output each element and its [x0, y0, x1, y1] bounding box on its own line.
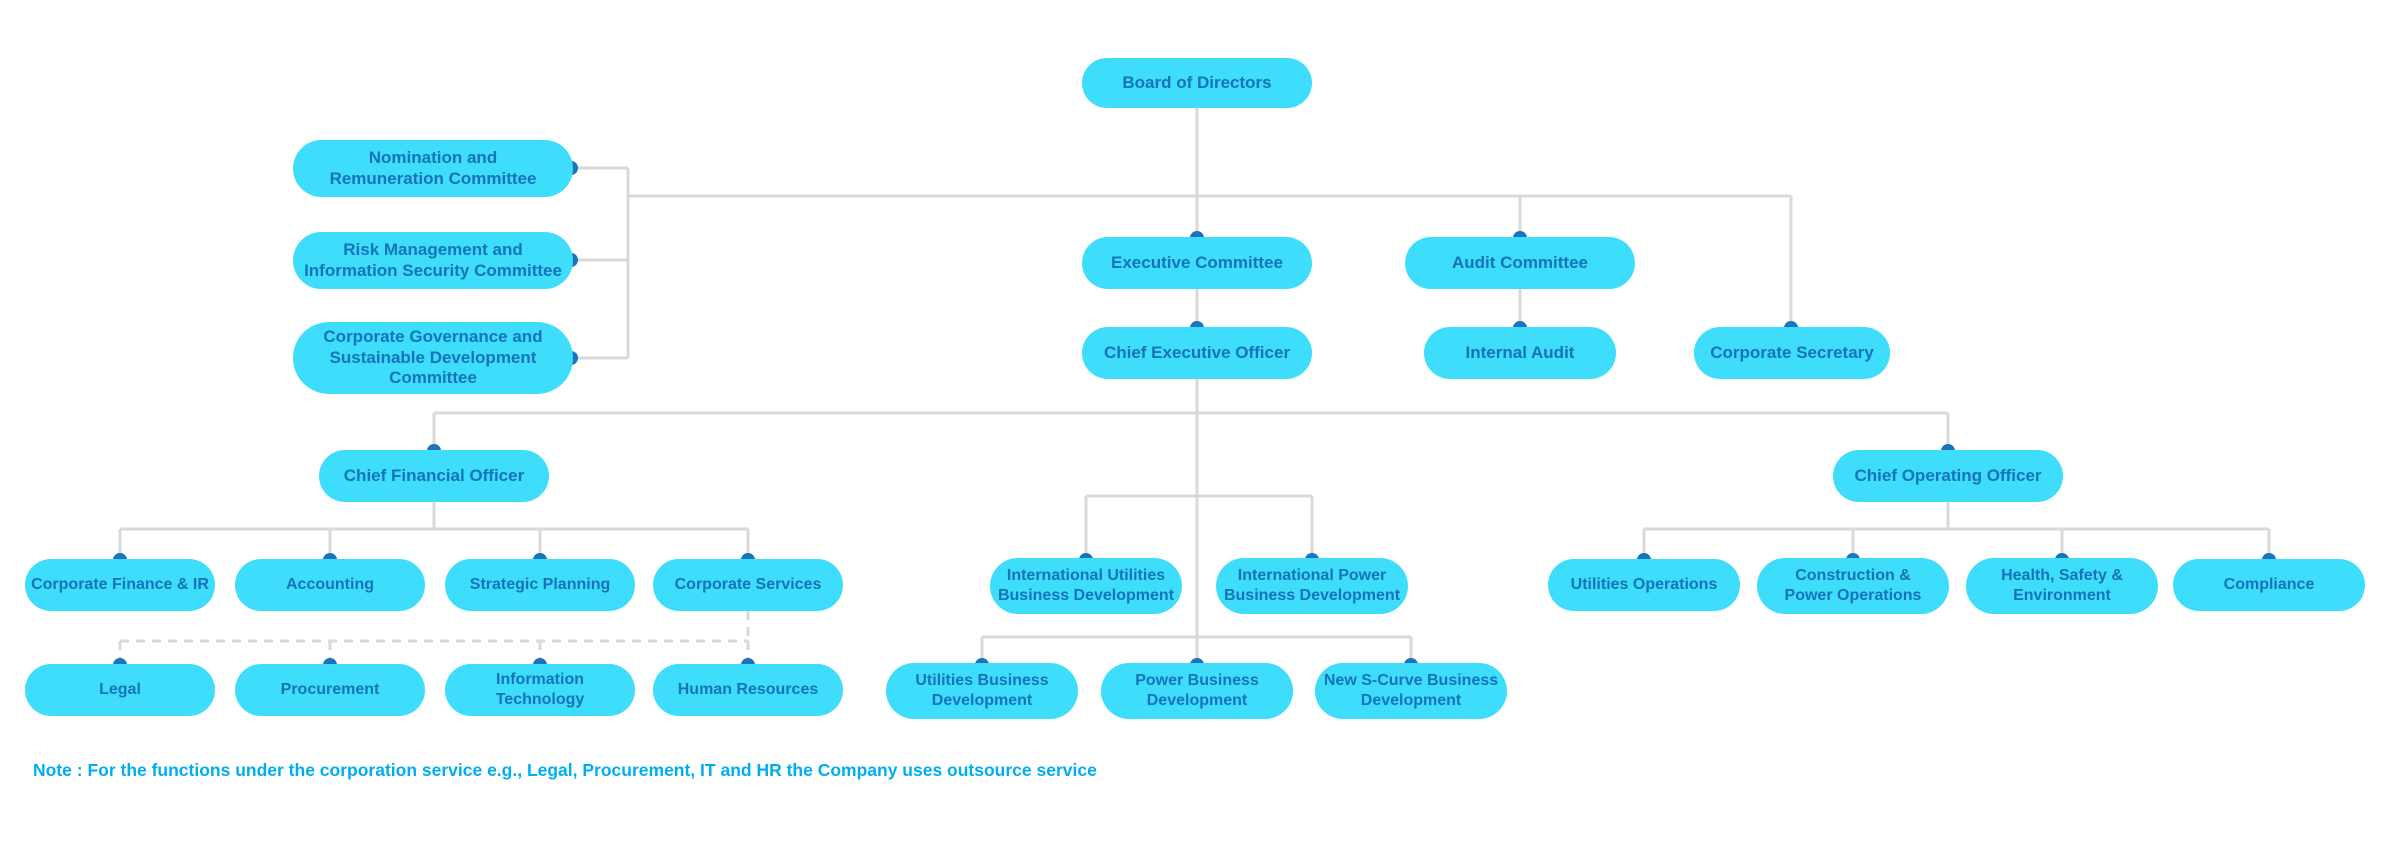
org-node-information-technology: Information Technology [445, 664, 635, 716]
org-node-international-power-business-development: International Power Business Development [1216, 558, 1408, 614]
outsource-note: Note : For the functions under the corpo… [33, 760, 1097, 780]
org-node-corporate-governance-sustainable-development-committee: Corporate Governance and Sustainable Dev… [293, 322, 573, 394]
dashed-connectors [118, 611, 750, 665]
org-node-utilities-operations: Utilities Operations [1548, 559, 1740, 611]
org-node-risk-management-information-security-committee: Risk Management and Information Security… [293, 232, 573, 289]
org-node-construction-power-operations: Construction & Power Operations [1757, 558, 1949, 614]
org-node-chief-financial-officer: Chief Financial Officer [319, 450, 549, 502]
org-node-corporate-finance-ir: Corporate Finance & IR [25, 559, 215, 611]
org-node-new-s-curve-business-development: New S-Curve Business Development [1315, 663, 1507, 719]
org-node-chief-operating-officer: Chief Operating Officer [1833, 450, 2063, 502]
org-node-health-safety-environment: Health, Safety & Environment [1966, 558, 2158, 614]
org-node-human-resources: Human Resources [653, 664, 843, 716]
org-node-power-business-development: Power Business Development [1101, 663, 1293, 719]
org-node-international-utilities-business-development: International Utilities Business Develop… [990, 558, 1182, 614]
org-node-utilities-business-development: Utilities Business Development [886, 663, 1078, 719]
org-node-executive-committee: Executive Committee [1082, 237, 1312, 289]
org-node-corporate-secretary: Corporate Secretary [1694, 327, 1890, 379]
org-node-nomination-remuneration-committee: Nomination and Remuneration Committee [293, 140, 573, 197]
org-node-strategic-planning: Strategic Planning [445, 559, 635, 611]
org-node-corporate-services: Corporate Services [653, 559, 843, 611]
org-node-legal: Legal [25, 664, 215, 716]
org-node-accounting: Accounting [235, 559, 425, 611]
org-node-compliance: Compliance [2173, 559, 2365, 611]
org-node-procurement: Procurement [235, 664, 425, 716]
org-node-internal-audit: Internal Audit [1424, 327, 1616, 379]
org-node-chief-executive-officer: Chief Executive Officer [1082, 327, 1312, 379]
org-node-audit-committee: Audit Committee [1405, 237, 1635, 289]
org-node-board-of-directors: Board of Directors [1082, 58, 1312, 108]
